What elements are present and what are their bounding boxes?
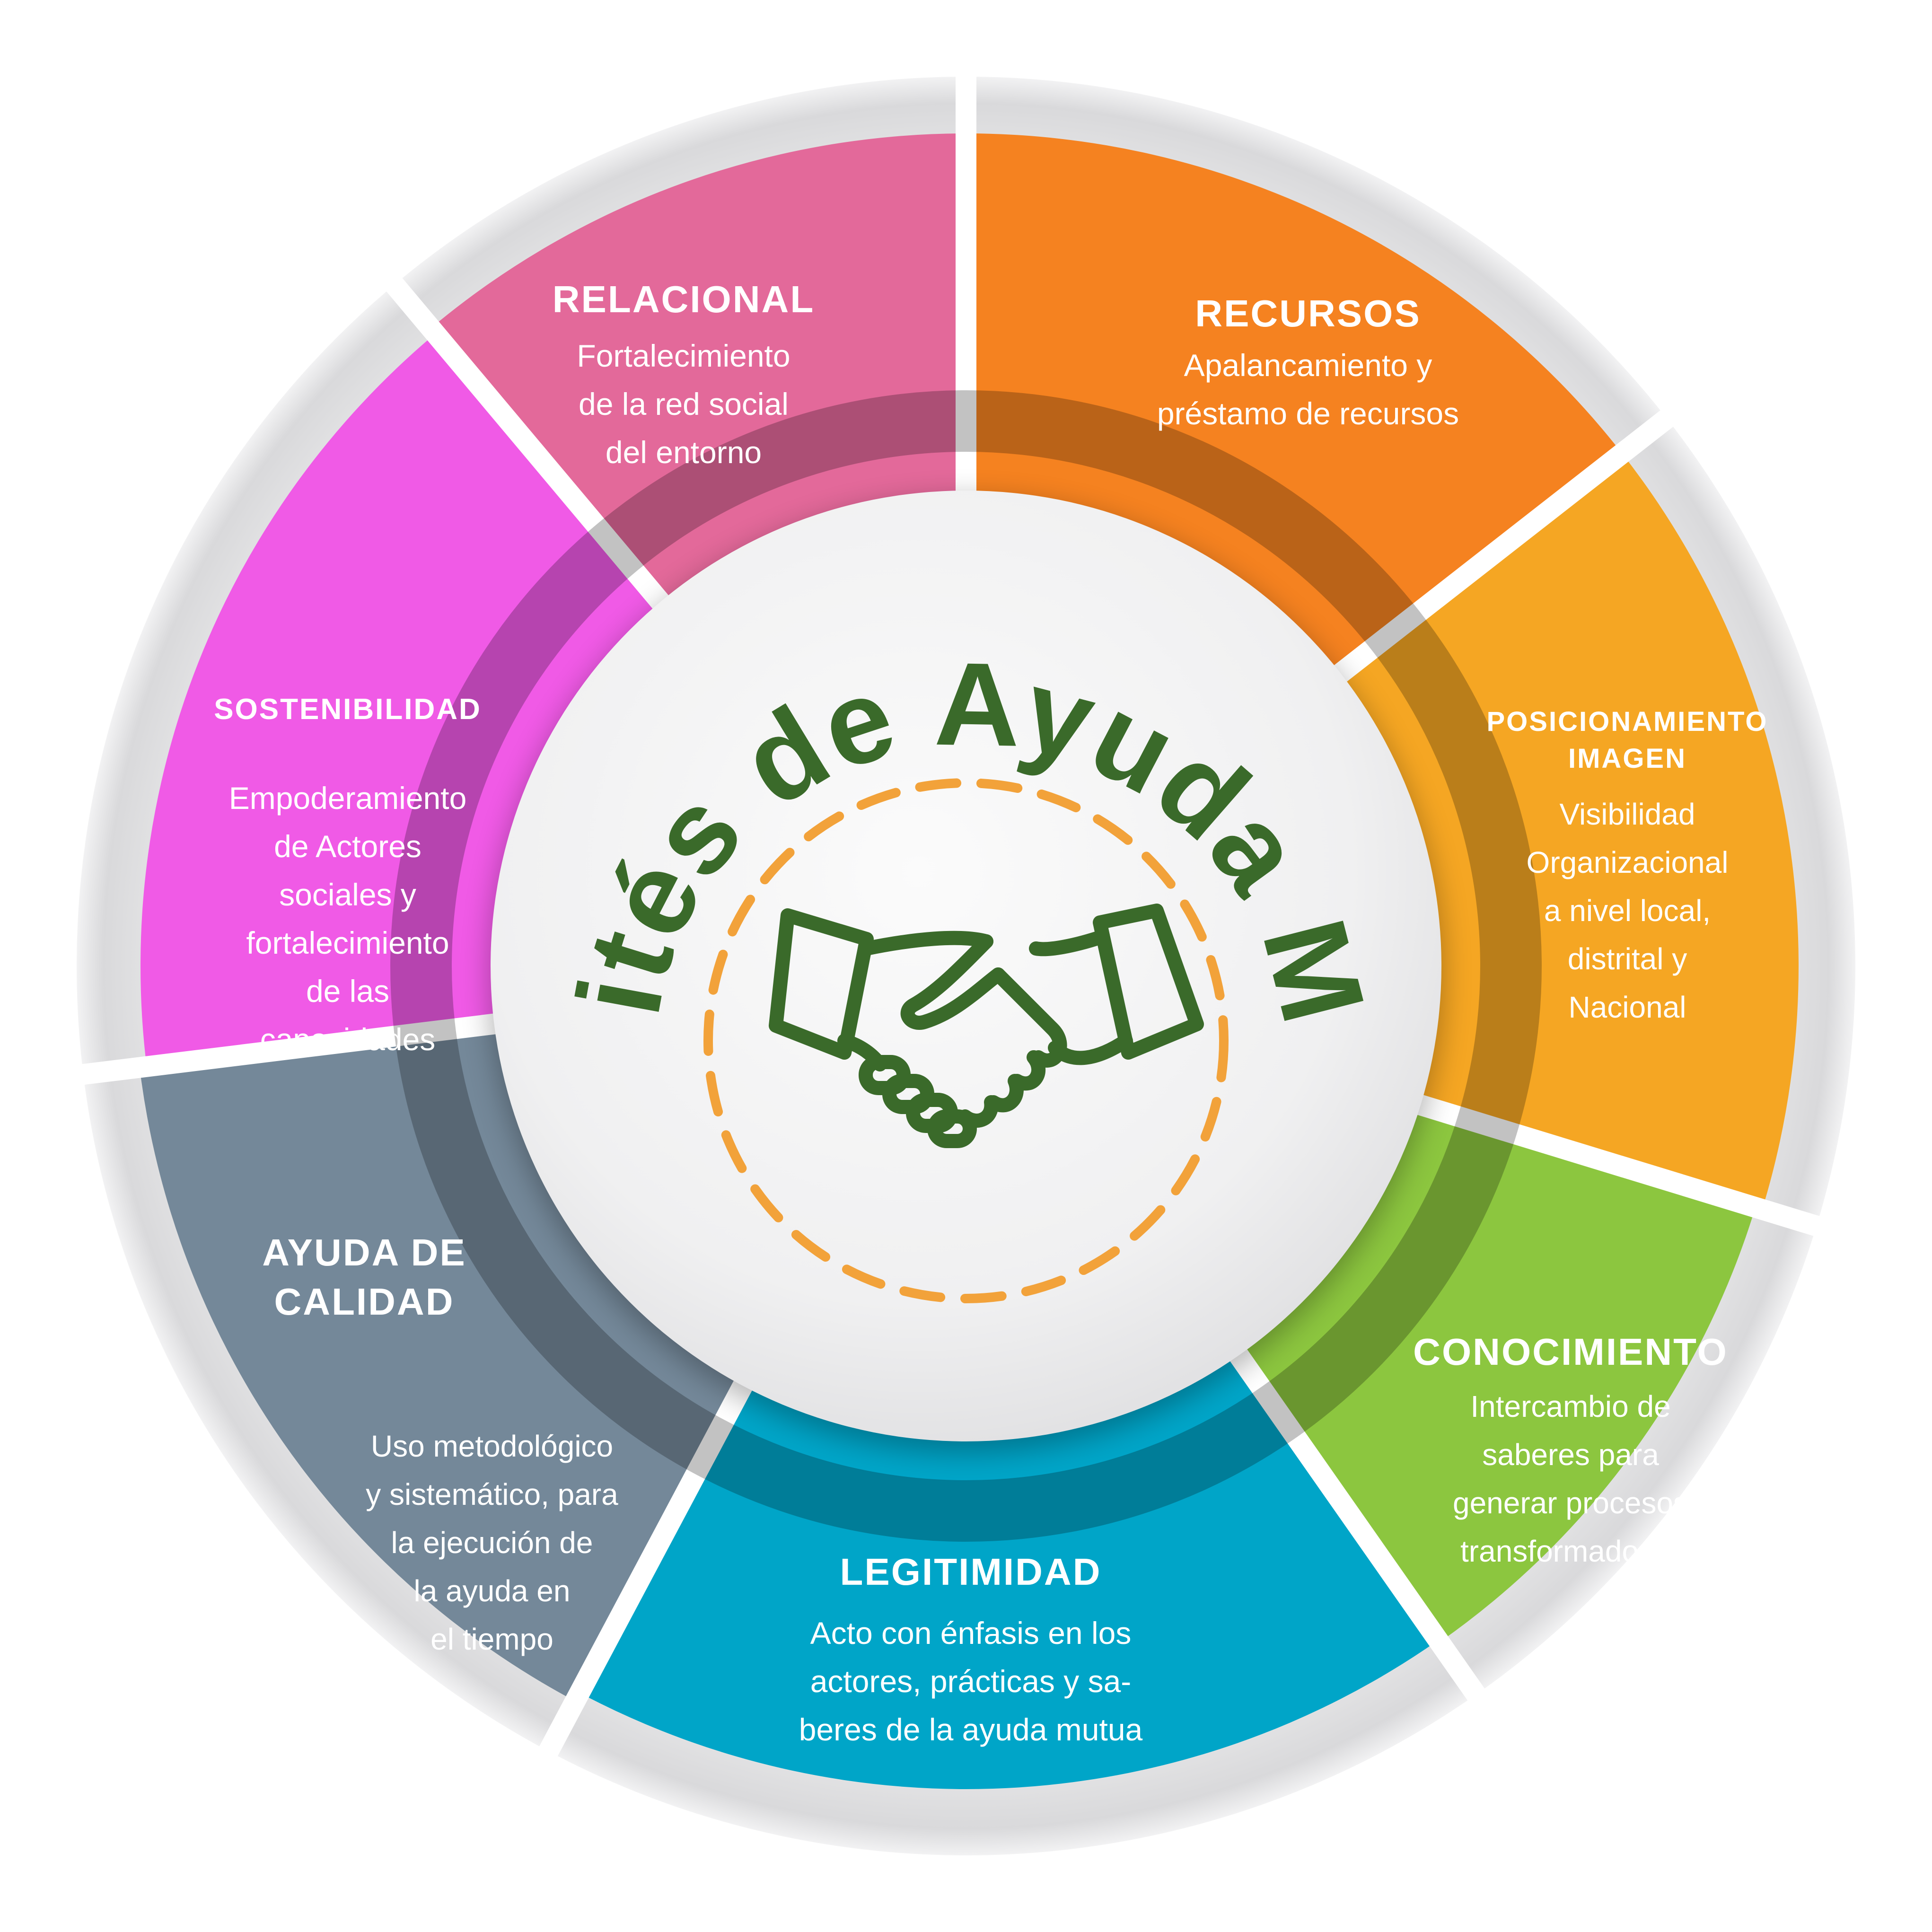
segment-description-line: de la red social [579,386,789,422]
segment-title: CALIDAD [274,1281,455,1323]
segment-label-sostenibilidad: SOSTENIBILIDAD Empoderamiento de Actores so… [214,693,482,1057]
segment-description-line: préstamo de recursos [1157,396,1459,431]
segment-label-ayuda-calidad: AYUDA DE CALIDAD Uso metodológico y sistemá… [262,1231,618,1656]
segment-title: LEGITIMIDAD [840,1551,1102,1593]
segment-description-line: el tiempo [430,1622,553,1656]
segment-description-line: distrital y [1568,942,1687,976]
segment-description-line: beres de la ayuda mutua [799,1712,1143,1747]
segment-title: RELACIONAL [553,278,815,320]
segment-description-line: a nivel local, [1544,894,1711,928]
segment-title: SOSTENIBILIDAD [214,693,482,726]
segment-description-line: de Actores [274,829,422,864]
segment-description-line: Acto con énfasis en los [810,1616,1132,1651]
segment-title: CONOCIMIENTO [1413,1331,1728,1373]
divider-line [1397,1089,1867,1251]
segment-relacional [966,133,1622,675]
segment-title: IMAGEN [1568,743,1686,774]
segment-description-line: transformadores [1460,1534,1681,1568]
segment-label-legitimidad: LEGITIMIDAD Acto con énfasis en los actore… [799,1551,1143,1747]
divider-line [516,1362,762,1800]
segment-label-conocimiento: CONOCIMIENTO Intercambio de saberes para ge… [1413,1331,1728,1568]
divider-line [354,240,682,625]
segment-description-line: generar procesos [1453,1486,1688,1520]
segment-recursos [1339,453,1799,1210]
segment-description-line: saberes para [1482,1438,1659,1472]
segment-description-line: Visibilidad [1560,797,1695,831]
segment-ayuda-calidad [141,334,662,1067]
dashed-circle [703,778,1229,1303]
segment-description-line: sociales y [279,877,416,912]
segment-description-line: capacidades [260,1022,436,1057]
segment-legitimidad [140,1023,744,1701]
segment-title: POSICIONAMIENTO [1487,706,1768,737]
handshake-icon [769,904,1204,1148]
segment-label-posicionamiento: POSICIONAMIENTO IMAGEN VisibilidadOrganiza… [1487,706,1768,1024]
segment-dividers [33,27,1867,1800]
segment-description-line: Fortalecimiento [577,338,790,373]
divider-line [1218,1332,1513,1741]
segment-title: RECURSOS [1195,292,1421,334]
segment-description-line: Organizacional [1527,845,1729,879]
segment-description-line: Uso metodológico [371,1429,613,1463]
segment-description-line: Nacional [1568,990,1686,1024]
segment-description-line: y sistemático, para [366,1477,618,1511]
segment-posicionamiento [1237,1104,1756,1642]
segment-description-line: la ejecución de [391,1526,593,1560]
segment-description-line: del entorno [606,435,762,470]
inner-band-shade [390,390,1542,1542]
segment-description-line: fortalecimiento [246,925,449,960]
segment-description-line: Intercambio de [1470,1389,1670,1423]
segment-description-line: la ayuda en [414,1574,571,1608]
segment-description-line: de las [306,974,389,1009]
segment-description-line: actores, prácticas y sa- [810,1664,1132,1699]
divider-line [33,1011,517,1091]
segment-description-line: Empoderamiento [229,781,467,816]
segment-description-line: Apalancamiento y [1184,348,1432,383]
segment-conocimiento [580,1353,1439,1789]
segment-label-relacional: RELACIONAL Fortalecimiento de la red socia… [553,278,815,470]
divider-line [1317,379,1712,695]
segment-wedges [140,133,1799,1789]
segment-title: AYUDA DE [262,1231,466,1273]
segment-label-recursos: RECURSOS Apalancamiento y préstamo de recu… [1157,292,1459,431]
